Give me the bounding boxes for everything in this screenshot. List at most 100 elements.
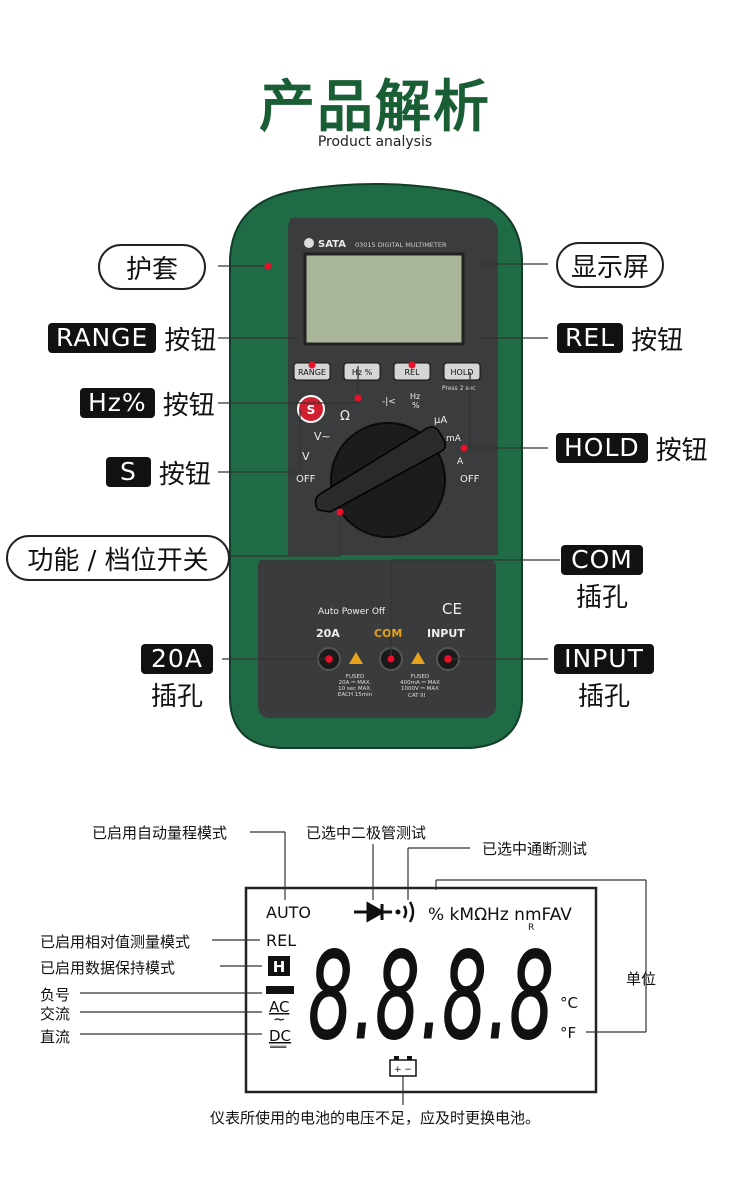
fuse-right-line: 400mA ⎓ MAX: [400, 680, 440, 686]
ce-mark: CE: [442, 600, 462, 618]
lcd-window: [303, 252, 465, 346]
callout-display: 显示屏: [556, 242, 664, 288]
dial-v-ac: V~: [314, 430, 331, 443]
dial-a: A: [457, 457, 464, 467]
dial-diode: -|<: [382, 397, 396, 407]
callout-com: COM 插孔: [560, 545, 644, 614]
lcd-digits: 8.8.8.8: [308, 928, 554, 1067]
label-auto-range: 已启用自动量程模式: [92, 824, 228, 842]
hz-button-label: Hz %: [352, 368, 373, 377]
label-unit: 单位: [626, 970, 657, 988]
callout-input-text: 插孔: [577, 682, 630, 712]
leader-lines: [218, 263, 560, 660]
lcd-hold: H: [273, 958, 286, 976]
lower-body: [258, 560, 496, 718]
label-continuity: 已选中通断测试: [482, 840, 588, 858]
hold-button[interactable]: HOLD: [443, 362, 481, 381]
jack-20a-label: 20A: [316, 627, 340, 640]
lcd-auto: AUTO: [266, 903, 311, 922]
diode-icon: [354, 901, 392, 923]
dial-ohm: Ω: [340, 409, 350, 424]
label-diode: 已选中二极管测试: [306, 824, 427, 842]
multimeter-illustration: SATA 03015 DIGITAL MULTIMETER RANGE Hz %…: [218, 183, 560, 749]
hz-button[interactable]: Hz %: [343, 362, 381, 381]
lcd-negative-sign: [266, 986, 294, 994]
callout-hz-text: 按钮: [162, 390, 215, 421]
warning-icon: [349, 652, 363, 664]
label-hold: 已启用数据保持模式: [40, 959, 176, 977]
ac-wave-icon: ~: [273, 1010, 286, 1028]
callout-range-text: 按钮: [164, 325, 217, 356]
callout-hold-text: 按钮: [655, 435, 708, 466]
dial-v-dc: V: [302, 450, 310, 463]
dial-off-left: OFF: [296, 474, 316, 485]
auto-power-off: Auto Power Off: [318, 607, 386, 617]
lcd-units: % kMΩHz nmFAV: [428, 905, 572, 925]
callout-input: INPUT 插孔: [548, 644, 660, 713]
continuity-icon: [395, 901, 415, 923]
callout-rel-key: REL: [557, 323, 624, 353]
lcd-unit-sub: R: [528, 923, 534, 933]
dc-dash-icon: ═══: [269, 1043, 287, 1053]
jack-input-label: INPUT: [427, 627, 465, 640]
fuse-left-line: EACH 15min: [338, 692, 373, 698]
callout-switch-text: 功能 / 档位开关: [27, 545, 209, 576]
callout-s-key: S: [106, 457, 151, 487]
callout-20a-key: 20A: [141, 644, 213, 674]
callout-sleeve-text: 护套: [125, 254, 178, 285]
callout-20a: 20A 插孔: [132, 644, 222, 713]
lcd-hold-box: [268, 956, 290, 976]
label-ac: 交流: [40, 1005, 71, 1023]
rotary-dial[interactable]: [314, 422, 447, 538]
lcd-rel: REL: [266, 931, 296, 950]
hold-note: Press 2 sec: [442, 385, 476, 392]
callout-s-text: 按钮: [158, 459, 211, 490]
marker-dots: [264, 262, 468, 663]
callout-com-key: COM: [561, 545, 643, 575]
cat-rating: CAT III: [408, 693, 426, 699]
brand-logo-icon: [304, 238, 314, 248]
page-subtitle: Product analysis: [317, 134, 433, 150]
model-name: 03015 DIGITAL MULTIMETER: [355, 241, 447, 249]
fuse-left-line: 20A ⎓ MAX.: [339, 680, 372, 686]
range-button-label: RANGE: [298, 368, 326, 377]
callout-20a-text: 插孔: [150, 682, 203, 712]
jack-com-label: COM: [374, 627, 402, 640]
callout-hold-key: HOLD: [556, 433, 648, 463]
warning-icon: [411, 652, 425, 664]
dial-ma: mA: [446, 434, 462, 444]
lcd-dc: DC: [269, 1027, 291, 1045]
brand-name: SATA: [318, 239, 346, 250]
callout-sleeve: 护套: [98, 244, 206, 290]
label-relative: 已启用相对值测量模式: [40, 933, 191, 951]
callout-hz-key: Hz%: [80, 388, 155, 418]
rel-button-label: REL: [404, 368, 420, 377]
battery-signs: + −: [394, 1065, 412, 1075]
dial-hz: Hz: [410, 392, 420, 401]
callout-display-text: 显示屏: [570, 252, 649, 283]
fuse-right-line: FUSED: [411, 674, 429, 680]
lcd-ac: AC: [269, 998, 289, 1016]
callout-input-key: INPUT: [554, 644, 654, 674]
lcd-deg-c: °C: [560, 994, 578, 1012]
page-title: 产品解析: [259, 75, 491, 140]
lcd-deg-f: °F: [560, 1024, 576, 1042]
callout-switch: 功能 / 档位开关: [6, 535, 230, 581]
dial-off-right: OFF: [460, 474, 480, 485]
callout-range-key: RANGE: [48, 323, 157, 353]
s-button[interactable]: S: [297, 395, 325, 423]
fuse-left-line: FUSED: [346, 674, 364, 680]
hold-button-label: HOLD: [451, 368, 474, 377]
fuse-left-line: 10 sec MAX.: [338, 686, 372, 692]
lcd-frame: [244, 886, 598, 1094]
s-button-label: S: [307, 403, 316, 417]
callout-hz: Hz%按钮: [80, 388, 215, 421]
label-dc: 直流: [40, 1028, 71, 1046]
callout-rel-text: 按钮: [631, 325, 684, 356]
callout-com-text: 插孔: [575, 583, 628, 613]
fuse-right-line: 1000V ⎓ MAX: [401, 686, 439, 692]
